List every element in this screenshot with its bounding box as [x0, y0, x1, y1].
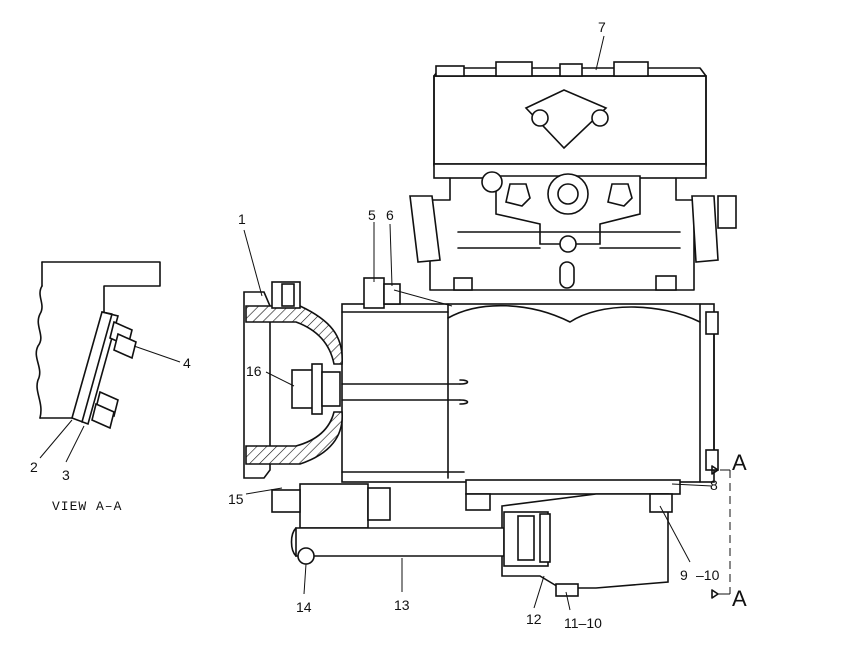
callout-13: 13	[394, 597, 410, 613]
upper-frame	[409, 171, 737, 291]
callout-4: 4	[183, 355, 191, 371]
callout-9: 9	[680, 567, 688, 583]
shaft-nut	[291, 363, 341, 415]
callout-8: 8	[710, 477, 718, 493]
section-cut-line	[711, 465, 731, 599]
callout-11: 11–10	[564, 615, 602, 631]
callout-5: 5	[368, 207, 376, 223]
callout-16: 16	[246, 363, 262, 379]
callout-1: 1	[238, 211, 246, 227]
crankcase	[341, 303, 719, 483]
bolt-upper	[109, 320, 137, 360]
callout-2: 2	[30, 459, 38, 475]
bolt-lower	[91, 390, 119, 430]
callout-12: 12	[526, 611, 542, 627]
section-mark-bottom: A	[732, 586, 747, 611]
view-a-a-inset	[35, 261, 181, 463]
callout-15: 15	[228, 491, 244, 507]
callout-7: 7	[598, 19, 606, 35]
leader-lines	[243, 35, 713, 611]
section-mark-top: A	[732, 450, 747, 475]
fitting-upper	[363, 277, 401, 309]
lower-assembly	[271, 479, 681, 597]
view-caption: VIEW A–A	[52, 499, 122, 514]
callout-6: 6	[386, 207, 394, 223]
callout-10: –10	[696, 567, 720, 583]
cylinder-head	[433, 61, 707, 179]
callout-3: 3	[62, 467, 70, 483]
front-flange	[243, 281, 343, 479]
callout-14: 14	[296, 599, 312, 615]
